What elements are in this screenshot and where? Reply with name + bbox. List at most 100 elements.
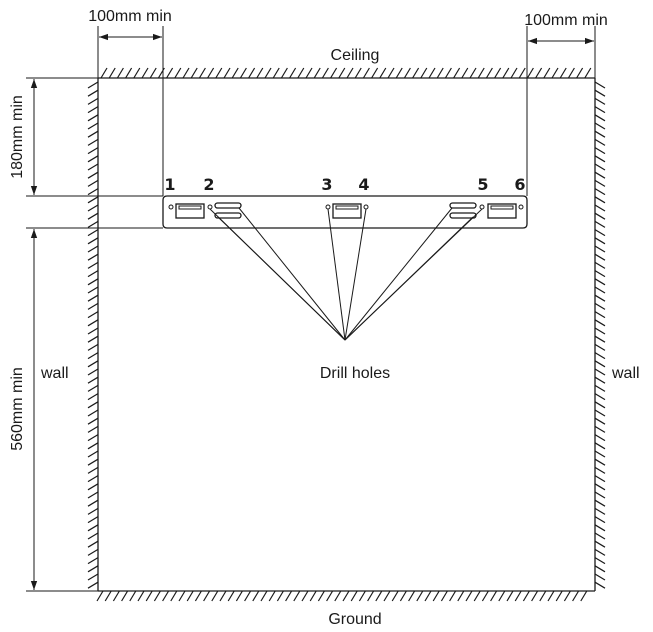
hatch-mark [178, 590, 186, 602]
hatch-mark [211, 590, 219, 602]
hatch-mark [563, 590, 571, 602]
hatch-mark [594, 434, 606, 442]
hatch-mark [453, 67, 461, 79]
hatch-mark [87, 507, 99, 515]
hatch-mark [594, 319, 606, 327]
hatch-mark [321, 67, 329, 79]
hatch-mark [87, 483, 99, 491]
hatch-mark [87, 237, 99, 245]
hatch-mark [594, 376, 606, 384]
hatch-mark [594, 532, 606, 540]
bracket-slot [332, 203, 362, 219]
hole-number-6: 6 [514, 175, 525, 194]
drill-hole-5 [479, 204, 485, 210]
hatch-mark [594, 179, 606, 187]
hatch-mark [594, 89, 606, 97]
wall-label-left: wall [40, 365, 69, 382]
hatch-mark [272, 67, 280, 79]
hatch-mark [96, 590, 104, 602]
hatch-mark [125, 67, 133, 79]
hatch-mark [594, 138, 606, 146]
hatch-mark [594, 368, 606, 376]
hatch-mark [594, 343, 606, 351]
hatch-mark [129, 590, 137, 602]
hatch-mark [594, 278, 606, 286]
hatch-mark [594, 163, 606, 171]
hatch-mark [342, 590, 350, 602]
hatch-mark [268, 590, 276, 602]
hatch-mark [239, 67, 247, 79]
leader-line [344, 208, 483, 341]
hatch-mark [87, 352, 99, 360]
hatch-mark [510, 67, 518, 79]
hatch-mark [87, 401, 99, 409]
hatch-mark [440, 590, 448, 602]
hatch-mark [594, 491, 606, 499]
hatch-mark [594, 106, 606, 114]
hatch-mark [346, 67, 354, 79]
bracket-slot-inner [335, 205, 359, 210]
hatch-mark [87, 163, 99, 171]
hatch-mark [498, 590, 506, 602]
hatch-mark [87, 466, 99, 474]
hatch-mark [87, 286, 99, 294]
hatch-mark [162, 590, 170, 602]
right-clearance-label: 100mm min [524, 12, 608, 29]
hatch-mark [428, 67, 436, 79]
hatch-mark [594, 114, 606, 122]
hatch-mark [594, 261, 606, 269]
hatch-mark [594, 97, 606, 105]
hatch-mark [87, 360, 99, 368]
hatch-mark [354, 67, 362, 79]
hatch-mark [108, 67, 116, 79]
bracket-slot-inner [178, 205, 202, 210]
hatch-mark [449, 590, 457, 602]
hatch-mark [594, 450, 606, 458]
hatch-mark [594, 253, 606, 261]
hatch-mark [594, 565, 606, 573]
hatch-mark [87, 278, 99, 286]
left-clearance-label: 100mm min [88, 8, 172, 25]
hatch-mark [594, 302, 606, 310]
hatch-mark [186, 590, 194, 602]
hatch-mark [551, 67, 559, 79]
mounting-bracket [162, 195, 528, 229]
drill-hole-4 [363, 204, 369, 210]
hatch-mark [87, 524, 99, 532]
hatch-mark [87, 212, 99, 220]
right-clearance-dimension: 100mm min [524, 12, 608, 196]
hole-number-1: 1 [164, 175, 175, 194]
hatch-mark [358, 590, 366, 602]
hatch-mark [490, 590, 498, 602]
hatch-mark [334, 590, 342, 602]
hatch-mark [87, 220, 99, 228]
hatch-mark [469, 67, 477, 79]
wall-label-right: wall [611, 365, 640, 382]
hatch-mark [203, 590, 211, 602]
leader-line [238, 207, 346, 341]
hatch-mark [559, 67, 567, 79]
hatch-mark [594, 475, 606, 483]
hatch-mark [87, 532, 99, 540]
hatch-mark [485, 67, 493, 79]
hatch-mark [293, 590, 301, 602]
hatch-mark [87, 89, 99, 97]
hatch-mark [594, 384, 606, 392]
hatch-mark [412, 67, 420, 79]
hatch-mark [87, 557, 99, 565]
hatch-mark [87, 565, 99, 573]
hatch-mark [87, 138, 99, 146]
hatch-mark [87, 319, 99, 327]
hatch-mark [502, 67, 510, 79]
hatch-mark [87, 581, 99, 589]
ground-label: Ground [328, 611, 381, 628]
hatch-mark [87, 253, 99, 261]
hatch-mark [87, 229, 99, 237]
hatch-mark [326, 590, 334, 602]
hatch-mark [395, 67, 403, 79]
hatch-mark [190, 67, 198, 79]
hatch-mark [87, 294, 99, 302]
hatch-mark [594, 155, 606, 163]
hatch-mark [567, 67, 575, 79]
hatch-mark [444, 67, 452, 79]
